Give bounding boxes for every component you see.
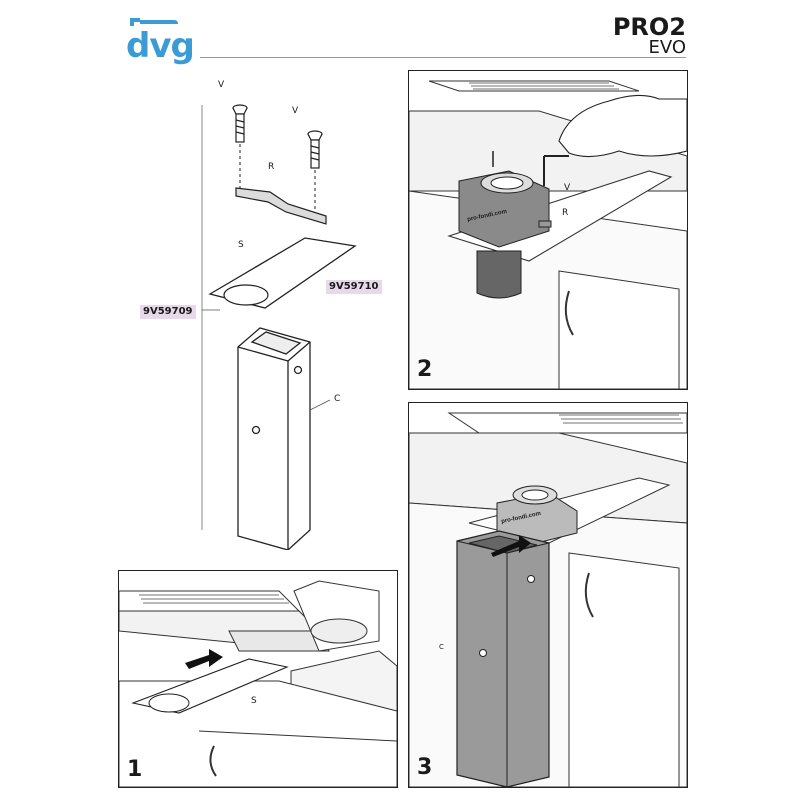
screw-left: [232, 104, 248, 143]
step-3-label-column: C: [439, 643, 444, 651]
brand-logo-text: dvg: [126, 26, 195, 66]
header-divider: [200, 57, 686, 58]
column-part: [237, 327, 311, 550]
part-code-plate: 9V59710: [326, 280, 382, 294]
step-3-panel: C pro-fondi.com 3: [408, 402, 688, 788]
dvg-logo: [126, 14, 190, 66]
coffee-tap-icon: [130, 18, 178, 26]
model-title: PRO2: [612, 13, 686, 41]
step-3-number: 3: [417, 755, 433, 780]
step-2-illustration: [409, 80, 687, 389]
step-2-number: 2: [417, 357, 433, 382]
step-3-illustration: [409, 412, 687, 787]
label-plate: S: [238, 240, 244, 250]
bracket-part: [235, 187, 327, 225]
label-bracket: R: [268, 162, 275, 172]
screw-right: [307, 130, 323, 169]
label-column: C: [334, 394, 341, 404]
part-code-assembly: 9V59709: [140, 305, 196, 319]
label-screw-left: V: [218, 80, 225, 90]
step-2-label-bracket: R: [562, 208, 569, 218]
step-2-panel: V R pro-fondi.com 2: [408, 70, 688, 390]
exploded-parts-diagram: [201, 104, 357, 550]
step-1-label-plate: S: [251, 696, 257, 706]
step-2-label-screw: V: [564, 183, 571, 193]
step-1-illustration: [119, 580, 397, 787]
model-variant: EVO: [648, 37, 686, 58]
step-1-number: 1: [127, 757, 143, 782]
label-screw-right: V: [292, 106, 299, 116]
plate-part: [208, 237, 357, 309]
step-1-panel: S 1: [118, 570, 398, 788]
